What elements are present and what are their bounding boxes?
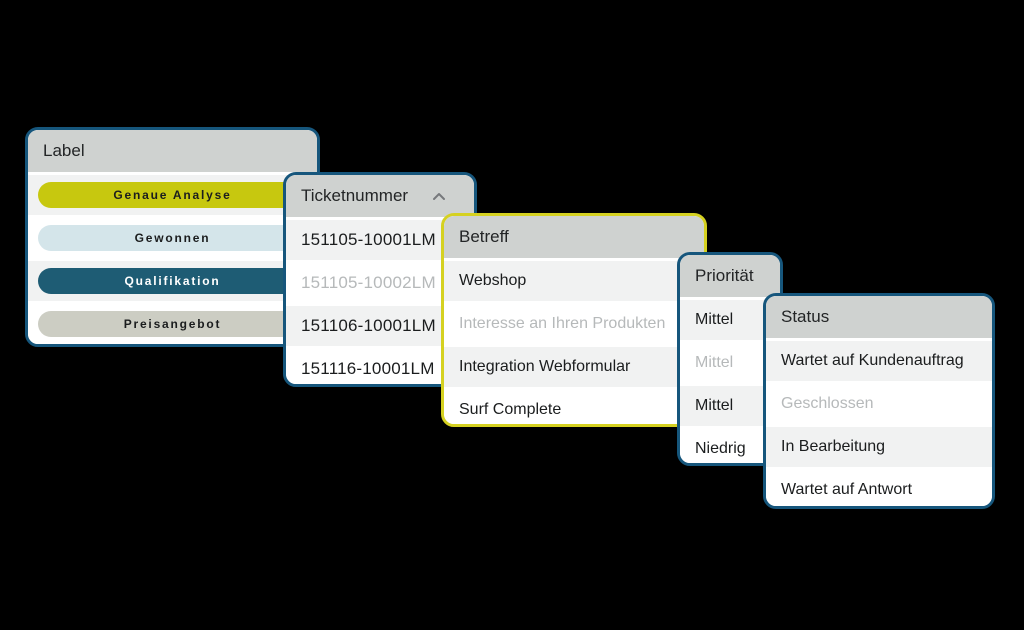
cell-text: Mittel bbox=[695, 397, 734, 414]
column-header-label[interactable]: Label bbox=[28, 130, 317, 172]
table-row[interactable]: Preisangebot bbox=[28, 301, 317, 344]
sort-ascending-chevron-up-icon[interactable] bbox=[432, 192, 446, 201]
table-row[interactable]: Genaue Analyse bbox=[28, 172, 317, 215]
table-row[interactable]: Surf Complete bbox=[444, 387, 704, 424]
table-row[interactable]: Integration Webformular bbox=[444, 344, 704, 387]
column-header-status-text: Status bbox=[781, 307, 830, 326]
table-row[interactable]: Wartet auf Antwort bbox=[766, 467, 992, 506]
cell-text: 151105-10002LM bbox=[301, 273, 436, 292]
table-row[interactable]: In Bearbeitung bbox=[766, 424, 992, 467]
label-pill[interactable]: Genaue Analyse bbox=[38, 182, 307, 208]
cell-text: Interesse an Ihren Produkten bbox=[459, 315, 666, 332]
table-row[interactable]: Webshop bbox=[444, 258, 704, 301]
column-header-betreff[interactable]: Betreff bbox=[444, 216, 704, 258]
column-header-betreff-text: Betreff bbox=[459, 227, 509, 246]
label-pill[interactable]: Qualifikation bbox=[38, 268, 307, 294]
column-header-label-text: Label bbox=[43, 141, 85, 160]
table-row[interactable]: Gewonnen bbox=[28, 215, 317, 258]
cell-text: 151106-10001LM bbox=[301, 316, 436, 335]
cell-text: In Bearbeitung bbox=[781, 438, 886, 455]
table-row[interactable]: Interesse an Ihren Produkten bbox=[444, 301, 704, 344]
cell-text: Niedrig bbox=[695, 440, 746, 457]
table-row[interactable]: Wartet auf Kundenauftrag bbox=[766, 338, 992, 381]
cell-text: 151105-10001LM bbox=[301, 230, 436, 249]
table-row[interactable]: Geschlossen bbox=[766, 381, 992, 424]
label-pill[interactable]: Gewonnen bbox=[38, 225, 307, 251]
cell-text: Integration Webformular bbox=[459, 358, 631, 375]
cell-text: Mittel bbox=[695, 354, 734, 371]
column-header-status[interactable]: Status bbox=[766, 296, 992, 338]
column-header-ticketnummer[interactable]: Ticketnummer bbox=[286, 175, 474, 217]
column-header-ticketnummer-text: Ticketnummer bbox=[301, 186, 409, 205]
cell-text: Geschlossen bbox=[781, 395, 874, 412]
column-header-prioritaet[interactable]: Priorität bbox=[680, 255, 780, 297]
column-header-prioritaet-text: Priorität bbox=[695, 266, 754, 285]
cell-text: Webshop bbox=[459, 272, 527, 289]
label-pill[interactable]: Preisangebot bbox=[38, 311, 307, 337]
cell-text: 151116-10001LM bbox=[301, 359, 435, 378]
cell-text: Wartet auf Kundenauftrag bbox=[781, 352, 964, 369]
cell-text: Mittel bbox=[695, 311, 734, 328]
cell-text: Wartet auf Antwort bbox=[781, 481, 913, 498]
cell-text: Surf Complete bbox=[459, 401, 562, 418]
table-row[interactable]: Qualifikation bbox=[28, 258, 317, 301]
